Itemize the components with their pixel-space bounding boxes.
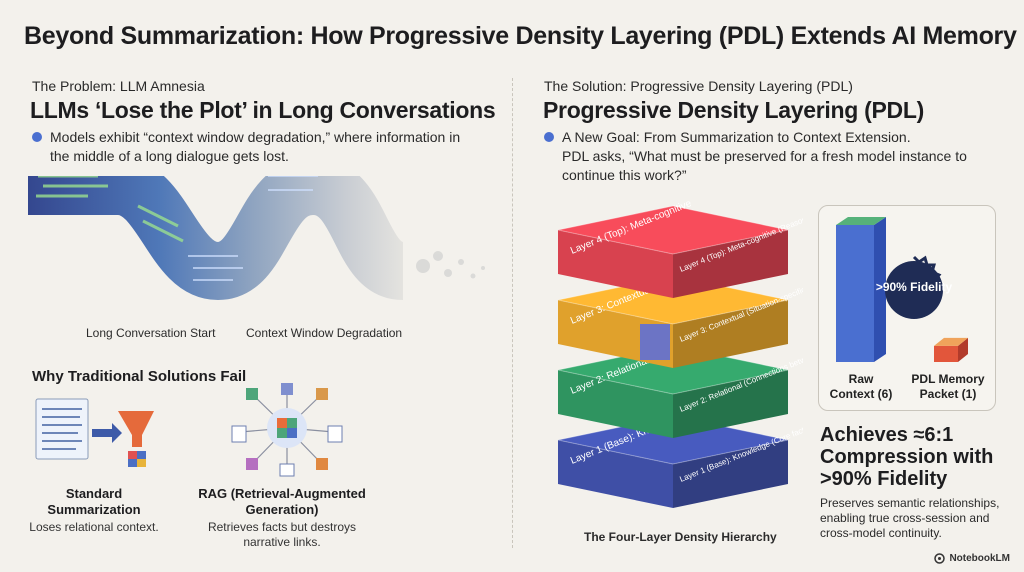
result-headline: Achieves ≈6:1 Compression with >90% Fide… <box>820 424 994 490</box>
failures-heading: Why Traditional Solutions Fail <box>32 368 247 385</box>
problem-heading: LLMs ‘Lose the Plot’ in Long Conversatio… <box>30 97 496 123</box>
prism-icon <box>640 324 670 360</box>
solution-kicker: The Solution: Progressive Density Layeri… <box>544 78 853 94</box>
page-title: Beyond Summarization: How Progressive De… <box>24 22 1017 50</box>
notebooklm-logo: NotebookLM <box>934 553 1010 564</box>
pdl-packet-bar <box>934 337 968 362</box>
solution-bullet-line1: A New Goal: From Summarization to Contex… <box>562 129 911 145</box>
problem-bullet-text: Models exhibit “context window degradati… <box>50 129 461 164</box>
raw-context-bar <box>836 217 886 362</box>
section-divider <box>512 78 513 548</box>
failure-desc-summarization: Loses relational context. <box>29 520 159 534</box>
rag-network-icon <box>231 383 343 477</box>
problem-kicker: The Problem: LLM Amnesia <box>32 78 205 94</box>
compression-bars <box>836 217 968 362</box>
result-description: Preserves semantic relationships, enabli… <box>820 496 1000 540</box>
failure-desc-rag: Retrieves facts but destroys narrative l… <box>207 520 357 549</box>
solution-bullet-line2: PDL asks, “What must be preserved for a … <box>562 148 967 183</box>
solution-bullet: A New Goal: From Summarization to Contex… <box>544 128 984 185</box>
solution-heading: Progressive Density Layering (PDL) <box>543 97 924 123</box>
fidelity-badge: >90% Fidelity <box>875 280 953 294</box>
failure-title-summarization: Standard Summarization <box>47 486 141 517</box>
bullet-dot <box>544 132 554 142</box>
problem-bullet: Models exhibit “context window degradati… <box>32 128 472 166</box>
pdl-packet-label: PDL Memory Packet (1) <box>911 372 985 401</box>
notebooklm-icon <box>934 553 946 564</box>
bullet-dot <box>32 132 42 142</box>
failure-title-rag: RAG (Retrieval-Augmented Generation) <box>198 486 366 517</box>
summarization-funnel-icon <box>35 398 154 467</box>
hierarchy-caption: The Four-Layer Density Hierarchy <box>584 530 777 544</box>
caption-context-degradation: Context Window Degradation <box>246 326 403 340</box>
brand-label: NotebookLM <box>949 553 1010 564</box>
fidelity-badge-circle <box>885 261 943 319</box>
caption-conversation-start: Long Conversation Start <box>86 326 216 340</box>
raw-context-label: Raw Context (6) <box>829 372 893 401</box>
conversation-ribbon-illustration <box>28 176 485 301</box>
